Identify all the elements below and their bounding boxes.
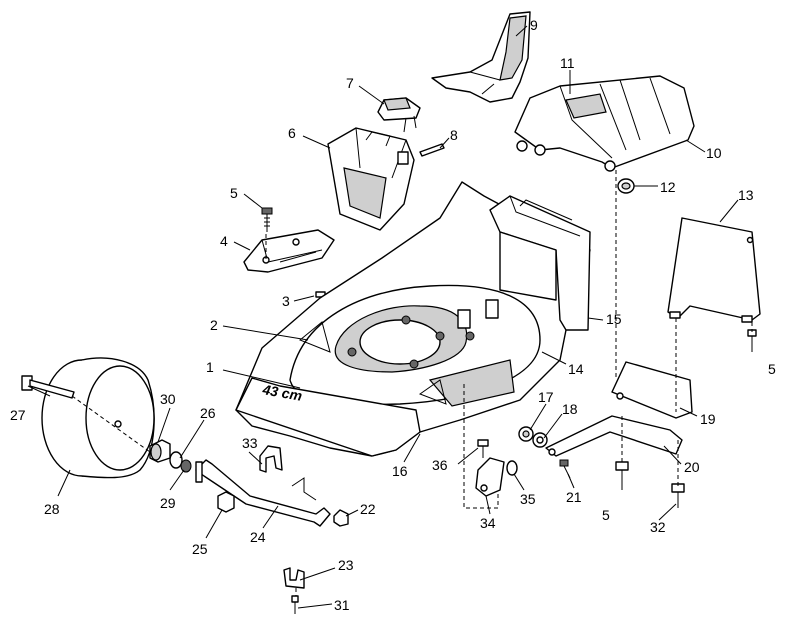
callout-30: 30: [160, 391, 176, 407]
callout-20: 20: [684, 459, 700, 475]
part-35-washer: [506, 460, 518, 476]
part-5-screw-a: [261, 207, 273, 232]
callout-15: 15: [606, 311, 622, 327]
leader-lines: [27, 25, 739, 609]
callout-labels: 1 2 3 4 5 5 5 6 7 8 9 10 11 12 13 14 15 …: [10, 17, 776, 613]
callout-14: 14: [568, 361, 584, 377]
callout-1: 1: [206, 359, 214, 375]
part-6-chute-frame: [327, 127, 415, 231]
callout-31: 31: [334, 597, 350, 613]
part-27-axle-bolt: [21, 375, 75, 399]
part-30-bushing: [149, 439, 171, 463]
callout-4: 4: [220, 233, 228, 249]
part-26-washer: [169, 451, 183, 469]
part-5-screw-b: [747, 329, 757, 352]
callout-27: 27: [10, 407, 26, 423]
deck-size-label: 43 cm: [260, 381, 303, 404]
callout-18: 18: [562, 401, 578, 417]
part-29-nut: [180, 459, 192, 473]
part-32-bolt: [671, 483, 685, 508]
callout-3: 3: [282, 293, 290, 309]
callout-32: 32: [650, 519, 666, 535]
part-1-mower-deck: [235, 181, 591, 457]
callout-36: 36: [432, 457, 448, 473]
callout-21: 21: [566, 489, 582, 505]
part-5-bolt-c: [615, 461, 629, 490]
callout-28: 28: [44, 501, 60, 517]
callout-10: 10: [706, 145, 722, 161]
callout-19: 19: [700, 411, 716, 427]
part-31-screw: [291, 595, 299, 614]
part-19-plate: [611, 361, 693, 419]
part-34-adjuster: [475, 457, 505, 497]
callout-9: 9: [530, 17, 538, 33]
callout-5-right: 5: [768, 361, 776, 377]
part-9-upper-bracket: [431, 11, 531, 103]
callout-16: 16: [392, 463, 408, 479]
part-36-screw: [477, 439, 489, 458]
part-4-side-bracket: [243, 229, 335, 273]
callout-12: 12: [660, 179, 676, 195]
callout-24: 24: [250, 529, 266, 545]
part-7-clip: [377, 97, 421, 133]
part-axle-pin: [291, 477, 317, 501]
part-10-rear-cover: [514, 75, 695, 172]
callout-35: 35: [520, 491, 536, 507]
callout-5-top: 5: [230, 185, 238, 201]
callout-6: 6: [288, 125, 296, 141]
part-18-washer: [532, 432, 548, 448]
part-23-bracket: [283, 567, 305, 589]
callout-17: 17: [538, 389, 554, 405]
part-12-bushing: [617, 178, 635, 194]
callout-34: 34: [480, 515, 496, 531]
part-28-wheel: [41, 357, 155, 479]
part-17-nut: [518, 426, 534, 442]
callout-7: 7: [346, 75, 354, 91]
callout-26: 26: [200, 405, 216, 421]
callout-23: 23: [338, 557, 354, 573]
callout-13: 13: [738, 187, 754, 203]
part-24-front-axle: [195, 459, 331, 527]
assembly-lines: [71, 170, 753, 596]
part-8-pin: [419, 143, 445, 157]
part-33-spring-clip: [259, 445, 283, 473]
part-20-rear-arm: [545, 415, 683, 457]
part-22-nut: [333, 509, 349, 527]
part-25-nut: [217, 491, 235, 513]
callout-11: 11: [560, 55, 575, 71]
callout-22: 22: [360, 501, 376, 517]
callout-8: 8: [450, 127, 458, 143]
part-13-side-panel: [667, 217, 761, 323]
callout-25: 25: [192, 541, 208, 557]
callout-2: 2: [210, 317, 218, 333]
callout-5-bottom: 5: [602, 507, 610, 523]
callout-33: 33: [242, 435, 258, 451]
callout-29: 29: [160, 495, 176, 511]
